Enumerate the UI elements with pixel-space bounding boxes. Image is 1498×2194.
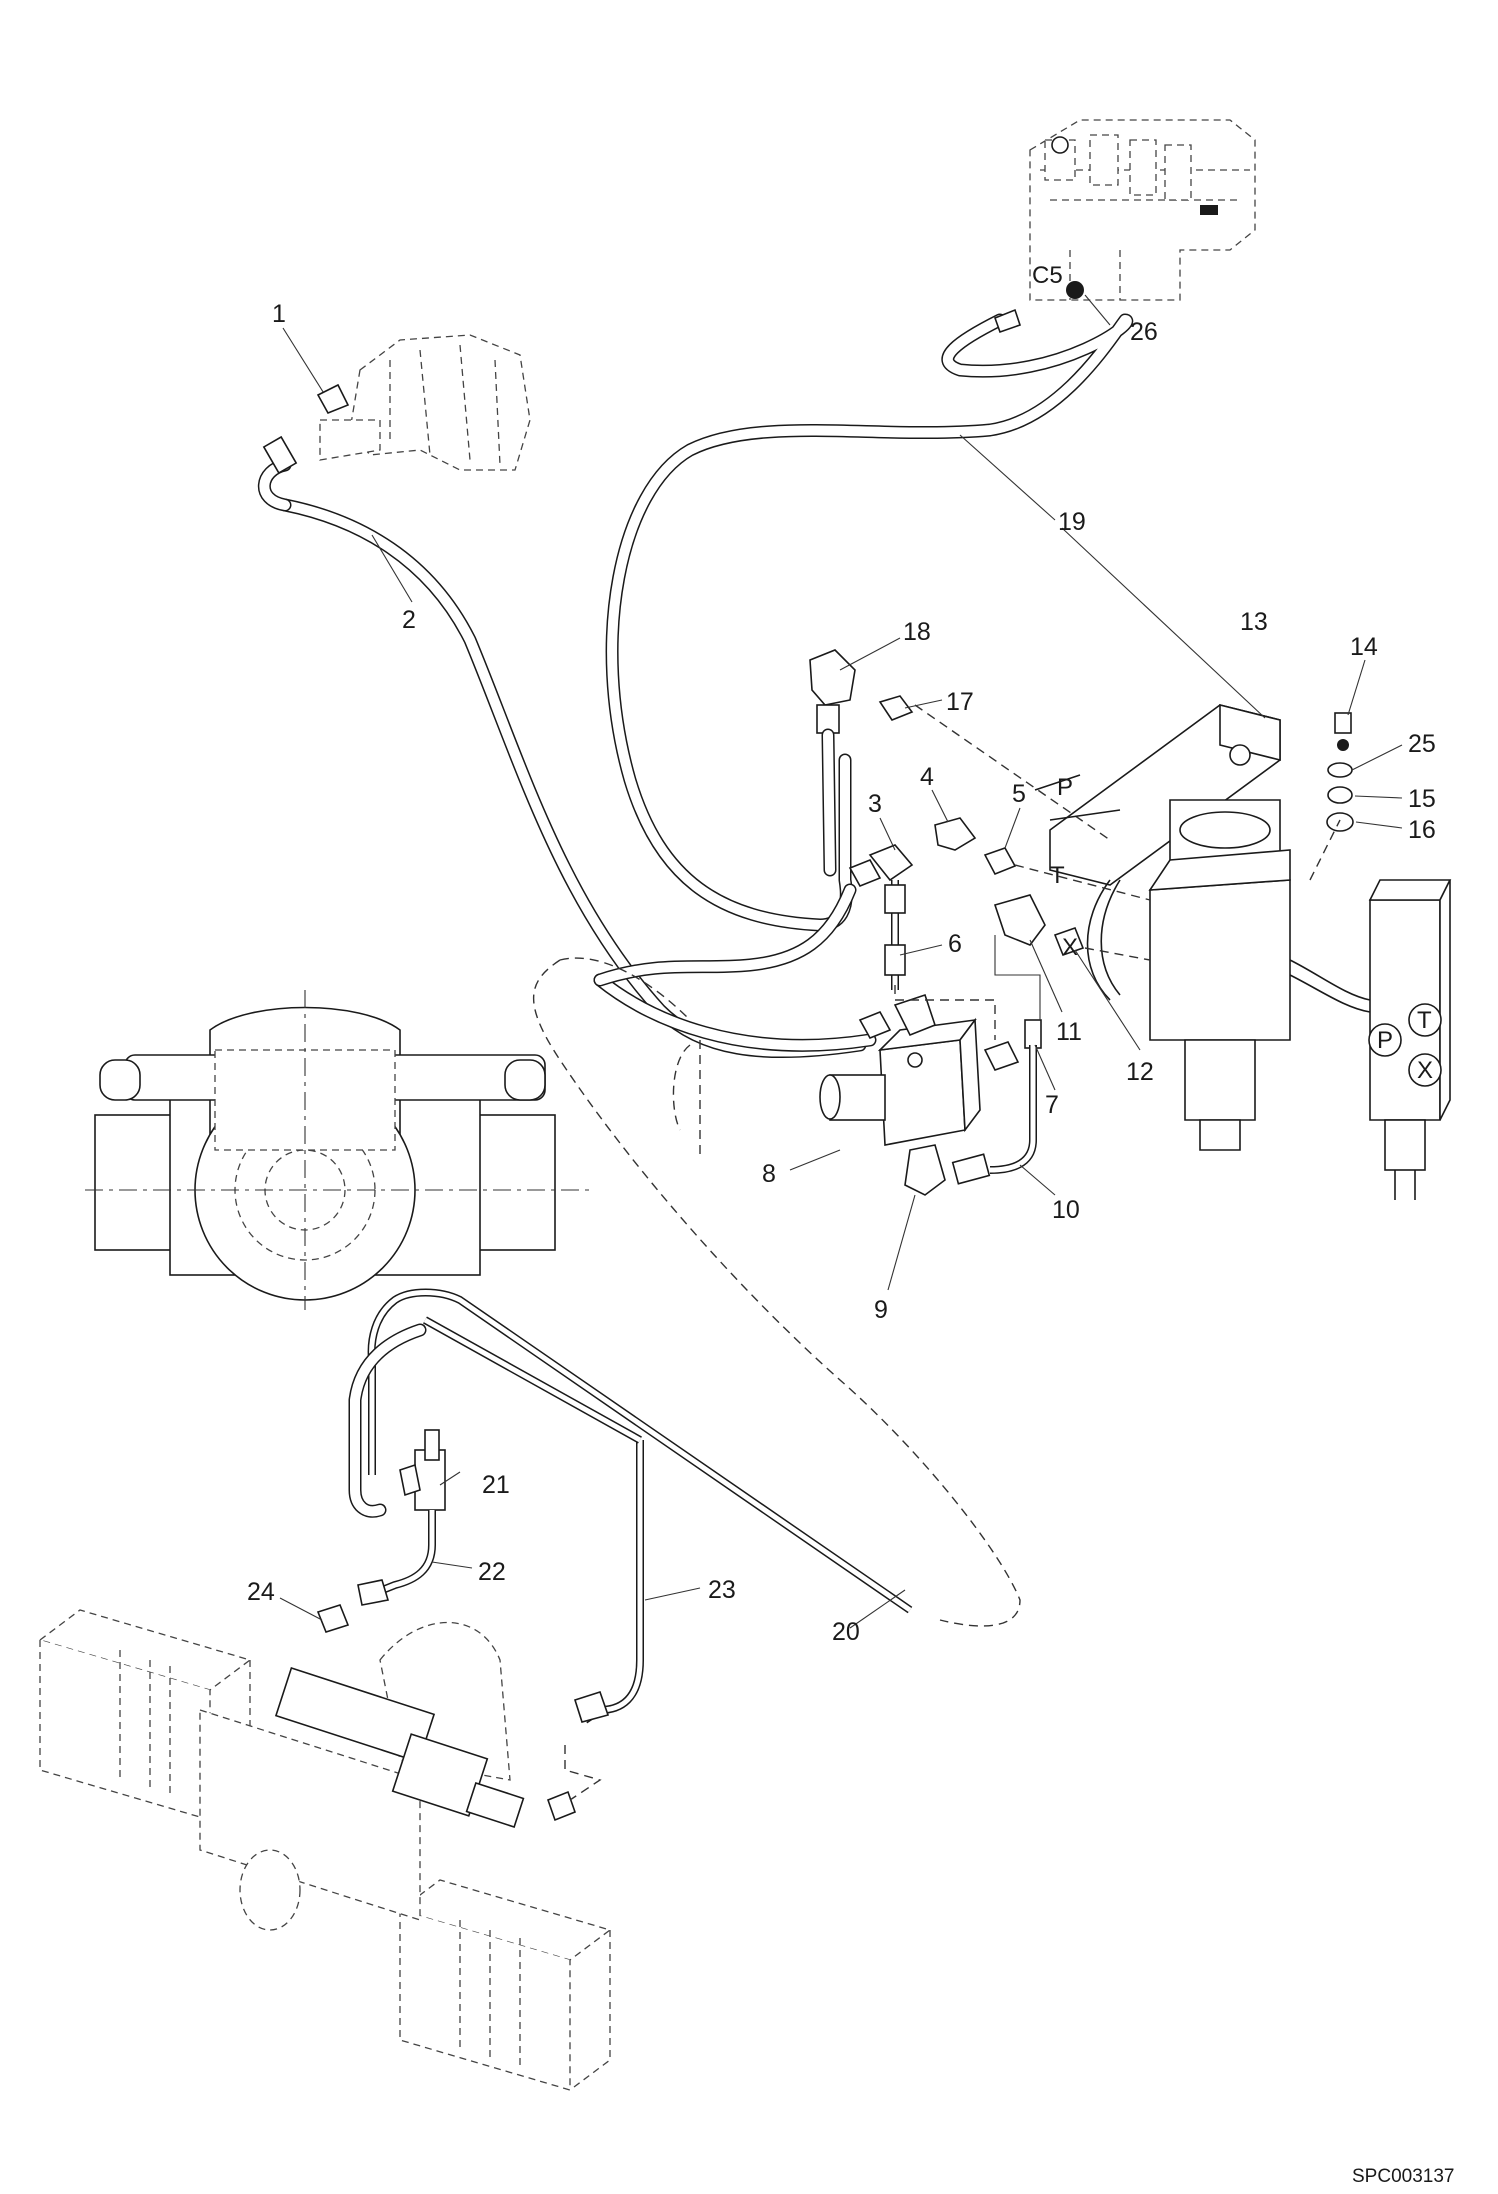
- fittings-group: [809, 649, 1085, 1185]
- leader-lines: [279, 294, 1403, 1629]
- callout-numbers: 1 2 3 4 5 6 7 8 9 10 11 12 13 14 15 16 1…: [247, 300, 1436, 1646]
- port-label-x: X: [1062, 934, 1078, 961]
- callout-17: 17: [946, 688, 974, 716]
- port-label-t: T: [1050, 862, 1065, 889]
- callout-14: 14: [1350, 633, 1378, 661]
- port-label-c5: C5: [1032, 262, 1063, 289]
- callout-21: 21: [482, 1471, 510, 1499]
- axle-assembly: [38, 1609, 612, 2091]
- port-label-p: P: [1057, 774, 1073, 801]
- valve-port-t: T: [1417, 1007, 1432, 1034]
- hose-2: [257, 435, 867, 1059]
- callout-13: 13: [1240, 608, 1268, 636]
- solenoid-valve-8: [819, 993, 981, 1196]
- tube-assembly: [316, 1288, 913, 1822]
- callout-23: 23: [708, 1576, 736, 1604]
- callout-3: 3: [868, 790, 882, 818]
- callout-25: 25: [1408, 730, 1436, 758]
- callout-9: 9: [874, 1296, 888, 1324]
- machine-front-view: [85, 990, 590, 1310]
- callout-19: 19: [1058, 508, 1086, 536]
- callout-18: 18: [903, 618, 931, 646]
- callout-20: 20: [832, 1618, 860, 1646]
- pump-unit: [319, 334, 531, 471]
- callout-12: 12: [1126, 1058, 1154, 1086]
- callout-22: 22: [478, 1558, 506, 1586]
- callout-10: 10: [1052, 1196, 1080, 1224]
- control-valve-block: [1029, 119, 1256, 301]
- fitting-1: [316, 383, 350, 415]
- callout-2: 2: [402, 606, 416, 634]
- port-labels: P T X C5: [1032, 262, 1078, 961]
- valve-port-p: P: [1377, 1027, 1393, 1054]
- pedal-valve-13: [1049, 703, 1291, 1151]
- callout-24: 24: [247, 1578, 275, 1606]
- callout-5: 5: [1012, 780, 1026, 808]
- callout-4: 4: [920, 763, 934, 791]
- routing-ellipse: [533, 957, 1021, 1627]
- valve-port-x: X: [1417, 1057, 1433, 1084]
- callout-7: 7: [1045, 1091, 1059, 1119]
- callout-26: 26: [1130, 318, 1158, 346]
- hose-valve-feed: [593, 883, 877, 1052]
- callout-8: 8: [762, 1160, 776, 1188]
- drawing-code: SPC003137: [1352, 2166, 1454, 2187]
- c5-fitting: [993, 281, 1084, 334]
- bolt-washer-stack: [1326, 712, 1354, 832]
- callout-15: 15: [1408, 785, 1436, 813]
- callout-16: 16: [1408, 816, 1436, 844]
- callout-11: 11: [1056, 1018, 1082, 1046]
- assembly-lines: [894, 704, 1341, 1040]
- callout-1: 1: [272, 300, 286, 328]
- hose-19: [605, 313, 1134, 932]
- callout-6: 6: [948, 930, 962, 958]
- side-valve: P T X: [1289, 879, 1452, 1200]
